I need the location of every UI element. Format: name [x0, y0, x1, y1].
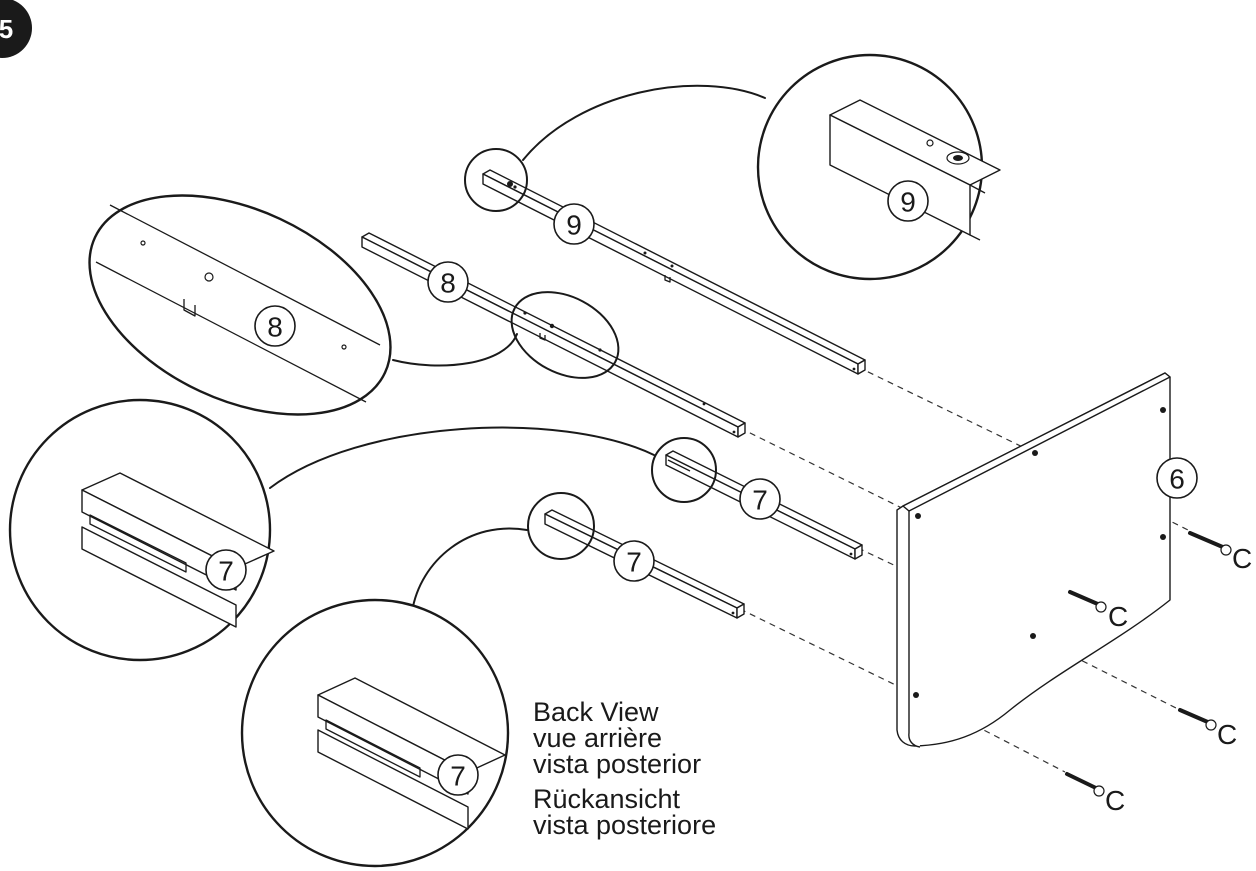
label-panel-6: 6 [1169, 464, 1185, 495]
label-detail-8: 8 [267, 312, 283, 343]
label-detail-7-upper: 7 [218, 556, 234, 587]
label-screw-c-1: C [1232, 543, 1252, 574]
detail-rail-8: 8 [88, 194, 392, 416]
rail-7-upper: 7 [651, 437, 863, 560]
label-rail-9: 9 [566, 210, 582, 241]
view-label-es: vista posterior [533, 749, 701, 779]
label-screw-c-3: C [1217, 719, 1237, 750]
label-detail-7-lower: 7 [450, 761, 466, 792]
view-caption: Back View vue arrière vista posterior Rü… [533, 697, 716, 840]
screw-c-1: C [1188, 531, 1252, 574]
label-screw-c-2: C [1108, 601, 1128, 632]
label-detail-9: 9 [900, 187, 916, 218]
panel-6: 6 [896, 372, 1198, 748]
view-label-it: vista posteriore [533, 810, 716, 840]
step-number: 5 [0, 14, 13, 44]
view-label-en: Back View [533, 697, 659, 727]
label-screw-c-4: C [1105, 785, 1125, 816]
screw-c-4: C [1065, 772, 1125, 816]
label-rail-7-upper: 7 [752, 485, 768, 516]
label-rail-7-lower: 7 [626, 547, 642, 578]
leader-lines [269, 84, 766, 613]
rail-7-lower: 7 [527, 492, 745, 619]
rail-9: 9 [464, 148, 866, 375]
detail-rail-7-lower: 7 [240, 598, 510, 868]
label-rail-8: 8 [440, 268, 456, 299]
view-label-de: Rückansicht [533, 784, 681, 814]
screw-c-3: C [1178, 708, 1237, 750]
detail-rail-7-upper: 7 [8, 398, 275, 662]
screw-c-2: C [1068, 590, 1128, 632]
step-badge: 5 [0, 0, 32, 58]
detail-rail-9: 9 [756, 53, 1001, 281]
rail-8: 8 [361, 232, 746, 438]
view-label-fr: vue arrière [533, 723, 662, 753]
